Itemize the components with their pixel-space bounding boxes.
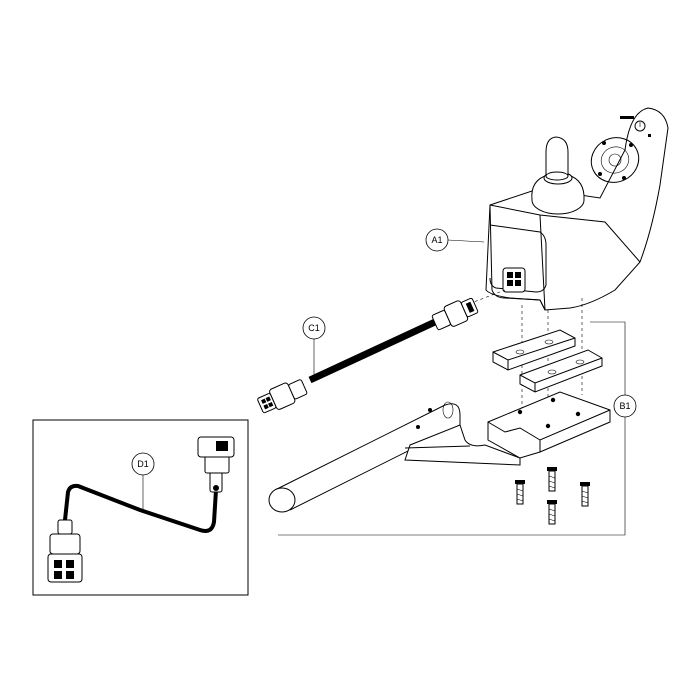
callout-c1: C1 [302,316,326,378]
screw-icon [515,467,590,525]
inset-box [32,419,249,596]
callout-b1: B1 [613,394,637,418]
joystick-controller-icon [485,107,669,311]
cable-icon [257,297,479,414]
callout-a1: A1 [425,228,485,252]
mounting-pad-icon [492,329,603,393]
callout-label-b1: B1 [619,401,630,411]
mounting-bracket-icon [268,391,611,513]
callout-label-d1: D1 [137,459,149,469]
callout-d1: D1 [131,452,155,512]
callout-label-c1: C1 [308,323,320,333]
callout-label-a1: A1 [431,235,442,245]
